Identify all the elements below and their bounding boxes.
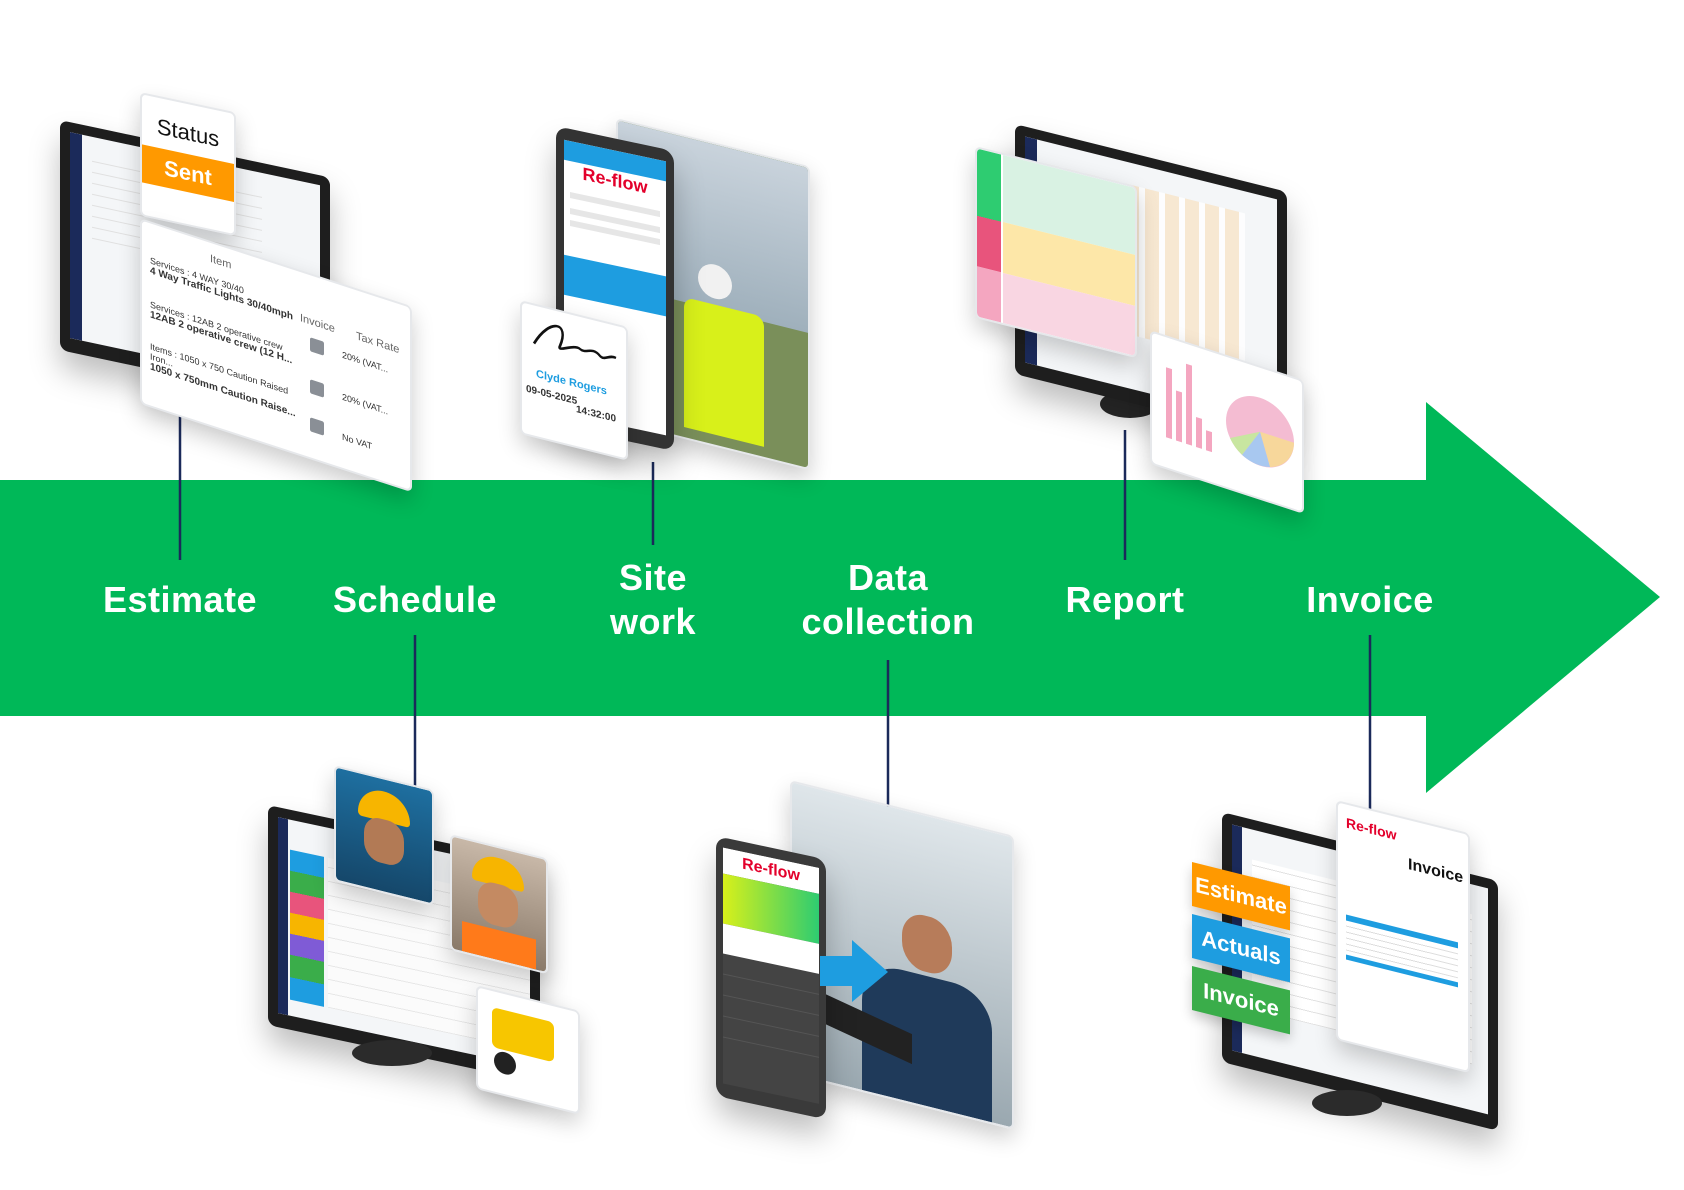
tax-rate-3: No VAT [342, 431, 373, 452]
checkbox-icon[interactable] [310, 417, 324, 436]
step-label-schedule: Schedule [332, 579, 498, 620]
step-label-site-work: Site work [609, 557, 697, 642]
wheel [494, 1049, 516, 1077]
data-phone: Re-flow [716, 836, 826, 1120]
step-label-report: Report [1065, 579, 1185, 620]
worker-photo-2 [450, 834, 548, 975]
step-label-estimate: Estimate [102, 579, 258, 620]
col-header-invoice: Invoice [300, 311, 335, 336]
app-sidebar [278, 817, 288, 1016]
checkbox-icon[interactable] [310, 379, 324, 398]
brand-logo: Re-flow [1346, 814, 1397, 844]
col-header-item: Item [210, 252, 232, 272]
step-label-data-collection: Data collection [801, 557, 975, 642]
status-card: Status Sent [140, 92, 236, 237]
transfer-arrow-icon [820, 940, 888, 1002]
resource-list [290, 849, 324, 1007]
report-charts-card [1150, 330, 1304, 515]
invoice-title: Invoice [1408, 855, 1464, 887]
signature-card: Clyde Rogers 09-05-2025 14:32:00 [520, 300, 628, 461]
signature-time: 14:32:00 [576, 403, 617, 425]
status-column [977, 148, 1001, 323]
bar-pie-chart-icon [1166, 363, 1294, 468]
app-sidebar [70, 132, 82, 341]
checkbox-icon[interactable] [310, 337, 324, 356]
worker-photo-1 [334, 765, 434, 906]
face [902, 909, 952, 979]
tax-rate-2: 20% (VAT... [342, 391, 389, 417]
phone-action-bar[interactable] [564, 254, 666, 317]
invoice-document: Re-flow Invoice [1336, 800, 1470, 1074]
signature-icon [532, 324, 617, 360]
schedule-monitor-stand [352, 1040, 432, 1070]
hi-vis-jacket [684, 296, 764, 447]
col-header-tax-rate: Tax Rate [356, 330, 400, 357]
step-label-invoice: Invoice [1306, 579, 1434, 620]
tax-rate-1: 20% (VAT... [342, 349, 389, 375]
invoice-monitor-stand [1312, 1090, 1382, 1120]
phone-screen: Re-flow [723, 847, 819, 1104]
